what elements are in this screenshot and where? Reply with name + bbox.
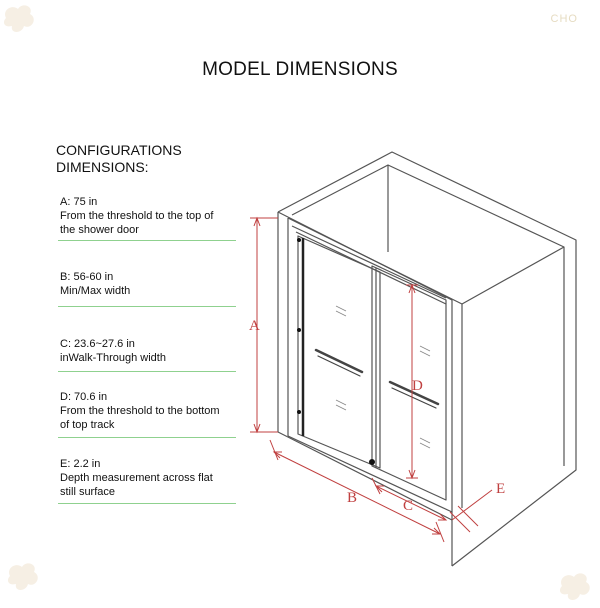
spec-d: D: 70.6 in From the threshold to the bot… xyxy=(60,390,240,432)
configurations-heading-line: CONFIGURATIONS xyxy=(56,142,182,158)
divider-a xyxy=(58,240,236,241)
divider-b xyxy=(58,306,236,307)
spec-d-value: D: 70.6 in xyxy=(60,391,108,403)
divider-c xyxy=(58,371,236,372)
towel-bar-right-inner xyxy=(391,387,437,409)
spec-d-desc-1: From the threshold to the bottom xyxy=(60,405,220,417)
page-title: MODEL DIMENSIONS xyxy=(202,59,398,80)
spec-a-desc-1: From the threshold to the top of xyxy=(60,210,214,222)
towel-bar-left xyxy=(314,348,364,374)
enclosure-top-inner xyxy=(291,164,565,466)
spec-e-value: E: 2.2 in xyxy=(60,458,101,470)
label-e: E xyxy=(496,481,505,497)
dimension-c-line xyxy=(375,485,447,521)
spec-a: A: 75 in From the threshold to the top o… xyxy=(60,195,240,237)
top-track xyxy=(291,225,447,299)
right-panel xyxy=(371,265,447,501)
spec-c-desc-1: inWalk-Through width xyxy=(60,352,166,364)
decorative-blob-bottom-right xyxy=(560,573,590,600)
spec-e-desc-1: Depth measurement across flat xyxy=(60,472,213,484)
spec-e-desc-2: still surface xyxy=(60,486,116,498)
threshold-front xyxy=(277,431,453,521)
divider-e xyxy=(58,503,236,504)
label-a: A xyxy=(249,318,260,334)
configurations-heading: CONFIGURATIONS DIMENSIONS: xyxy=(56,142,182,176)
towel-bar-right xyxy=(388,380,440,406)
divider-d xyxy=(58,437,236,438)
decorative-blob-top-left xyxy=(4,5,34,32)
label-b: B xyxy=(347,490,357,506)
spec-c: C: 23.6~27.6 in inWalk-Through width xyxy=(60,337,240,365)
label-c: C xyxy=(403,498,413,514)
spec-b-value: B: 56-60 in xyxy=(60,271,114,283)
decorative-blob-bottom-left xyxy=(8,563,38,590)
brand-watermark: CHO xyxy=(550,13,578,25)
label-d: D xyxy=(412,378,423,394)
spec-b: B: 56-60 in Min/Max width xyxy=(60,270,240,298)
dimensions-heading-line: DIMENSIONS: xyxy=(56,159,149,175)
spec-e: E: 2.2 in Depth measurement across flat … xyxy=(60,457,240,499)
spec-c-value: C: 23.6~27.6 in xyxy=(60,338,135,350)
spec-a-desc-2: the shower door xyxy=(60,224,139,236)
spec-d-desc-2: of top track xyxy=(60,419,115,431)
towel-bar-left-inner xyxy=(317,355,361,377)
enclosure-top-frame xyxy=(277,151,577,567)
left-panel xyxy=(297,235,381,469)
threshold-back xyxy=(287,435,453,513)
spec-a-value: A: 75 in xyxy=(60,196,98,208)
dimension-e-line xyxy=(451,489,493,521)
dimension-b-line xyxy=(273,451,441,535)
spec-b-desc-1: Min/Max width xyxy=(60,285,131,297)
